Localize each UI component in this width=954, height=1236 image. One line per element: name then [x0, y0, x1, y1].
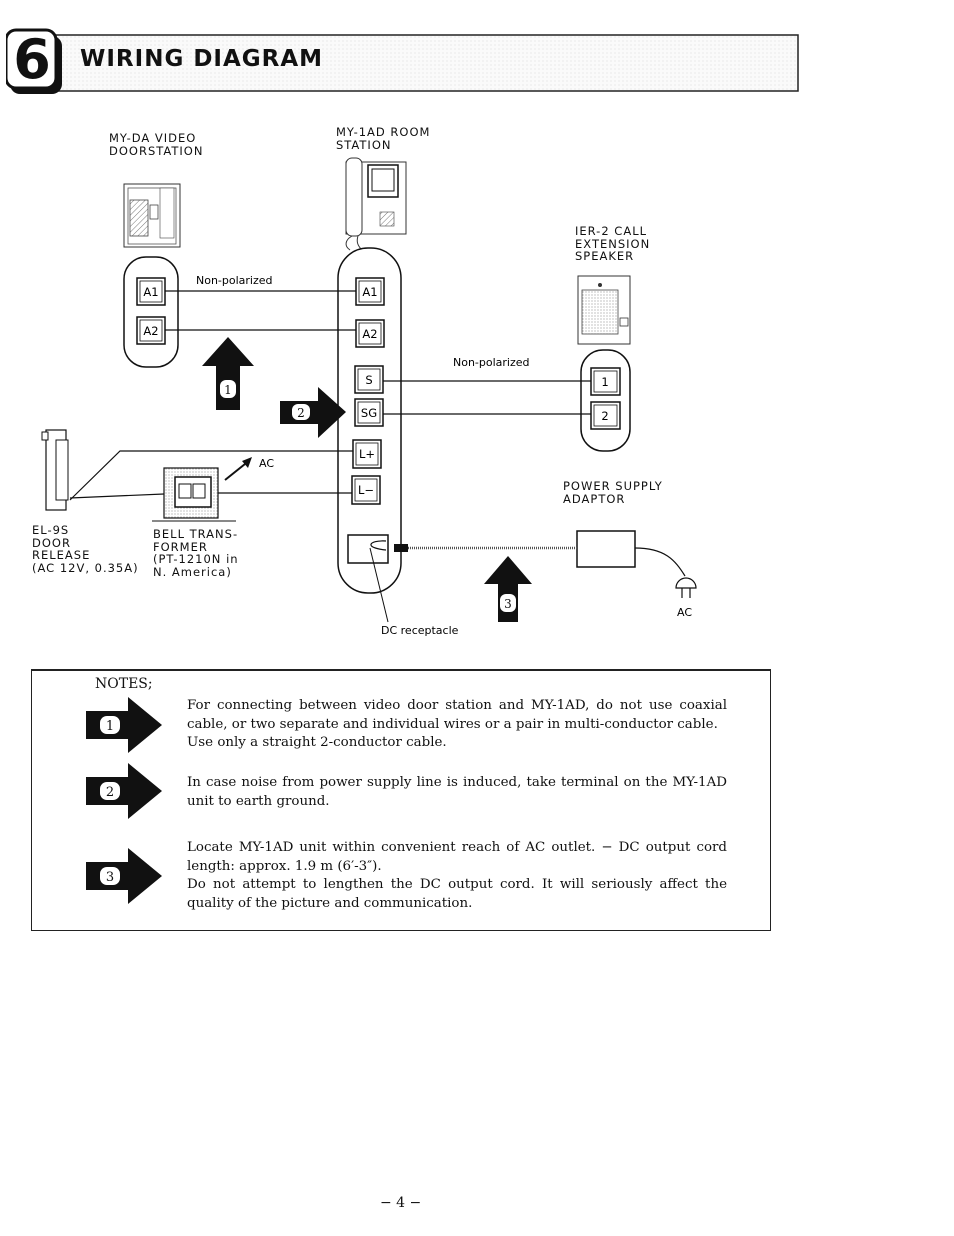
non-polarized-top-label: Non-polarized: [196, 274, 273, 287]
room-terminal-lplus: [352, 439, 382, 469]
notes-box: [31, 669, 771, 931]
wiring-diagram: A1 A2 A1 A2 S SG L+ L− Non-polarized: [41, 157, 697, 637]
note-1-text: For connecting between video door statio…: [187, 698, 727, 751]
room-terminal-sg-label: SG: [361, 406, 377, 420]
room-terminal-lplus-label: L+: [359, 447, 375, 461]
room-terminal-a1-label: A1: [362, 285, 377, 299]
marker-2-right-arrow: 2: [280, 387, 346, 438]
power-supply-adaptor: [576, 530, 636, 568]
speaker-terminal-1: [590, 367, 621, 396]
marker-1-up-arrow: 1: [202, 337, 254, 410]
power-supply-label: POWER SUPPLY ADAPTOR: [563, 479, 663, 506]
room-terminal-lminus: [351, 475, 381, 505]
video-doorstation-device: [123, 183, 181, 248]
room-terminal-a2: [355, 319, 385, 348]
room-terminal-s-label: S: [365, 373, 372, 387]
note-2-text: In case noise from power supply line is …: [187, 775, 727, 809]
speaker-terminal-2: [590, 401, 621, 430]
marker-3-up-arrow: 3: [484, 556, 532, 622]
ac-label-left: AC: [259, 457, 274, 470]
door-release-label: EL-9S DOOR RELEASE (AC 12V, 0.35A): [32, 523, 139, 575]
note-1-number: 1: [106, 719, 114, 734]
dc-receptacle-label: DC receptacle: [381, 624, 459, 637]
section-number: 6: [13, 28, 51, 91]
section-number-badge: 6: [6, 28, 62, 94]
marker-2-label: 2: [297, 406, 305, 420]
speaker-label: IER-2 CALL EXTENSION SPEAKER: [575, 224, 651, 263]
bell-transformer-label: BELL TRANS- FORMER (PT-1210N in N. Ameri…: [153, 527, 239, 579]
door-terminal-a1-label: A1: [143, 285, 158, 299]
speaker-terminal-block: [580, 349, 631, 452]
note-1-arrow-icon: 1: [86, 697, 162, 753]
door-terminal-a2-label: A2: [143, 324, 158, 338]
doorstation-label: MY-DA VIDEO DOORSTATION: [109, 131, 204, 158]
room-terminal-lminus-label: L−: [358, 483, 374, 497]
note-3-text: Locate MY-1AD unit within convenient rea…: [187, 840, 727, 911]
non-polarized-right-label: Non-polarized: [453, 356, 530, 369]
notes-title: NOTES;: [95, 676, 153, 692]
wire-lplus: [69, 450, 353, 501]
doorstation-terminal-block: [123, 256, 179, 368]
note-3-number: 3: [106, 870, 114, 885]
door-terminal-a1: [136, 277, 166, 306]
room-terminal-a2-label: A2: [362, 327, 377, 341]
note-2-arrow-icon: 2: [86, 763, 162, 819]
door-release-device: [41, 429, 69, 511]
room-station-label: MY-1AD ROOM STATION: [336, 125, 431, 152]
call-extension-speaker-device: [577, 275, 631, 345]
marker-1-label: 1: [224, 383, 232, 397]
page-title: WIRING DIAGRAM: [80, 46, 324, 72]
room-terminal-s: [354, 365, 384, 394]
note-3-arrow-icon: 3: [86, 848, 162, 904]
ac-plug-icon: [675, 577, 697, 598]
room-terminal-sg: [354, 398, 384, 427]
page-number: − 4 −: [380, 1195, 422, 1211]
room-station-device: [345, 157, 407, 251]
bell-transformer-device: [152, 467, 236, 522]
speaker-terminal-2-label: 2: [601, 409, 608, 423]
note-2-number: 2: [106, 785, 114, 800]
speaker-terminal-1-label: 1: [601, 375, 608, 389]
ac-label-right: AC: [677, 606, 692, 619]
marker-3-label: 3: [504, 597, 512, 611]
header-banner: [35, 34, 799, 92]
